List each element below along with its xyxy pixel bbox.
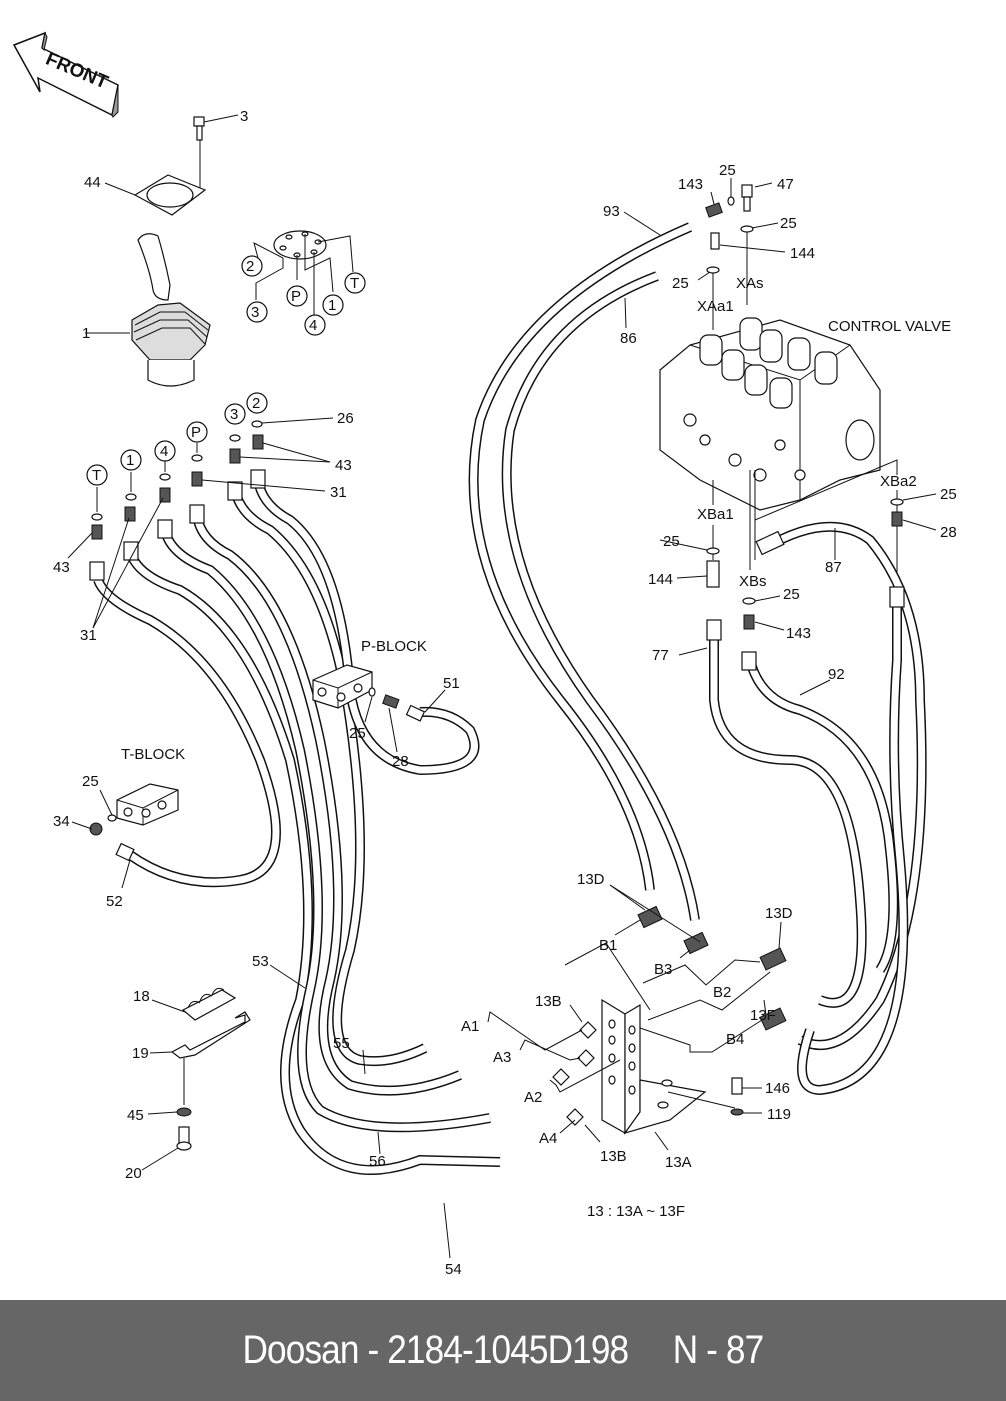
plate-part-44 (104, 174, 207, 216)
callout-28: 28 (940, 524, 957, 541)
callout-13F: 13F (750, 1007, 776, 1024)
callout-92: 92 (828, 666, 845, 683)
joystick-fittings (67, 417, 334, 629)
callout-119: 119 (767, 1106, 791, 1123)
callout-53: 53 (252, 953, 269, 970)
callout-45: 45 (127, 1107, 144, 1124)
callout-25: 25 (719, 162, 736, 179)
callout-13B: 13B (600, 1148, 627, 1165)
callout-143: 143 (678, 176, 703, 193)
port-label: 1 (328, 297, 336, 314)
callout-51: 51 (443, 675, 460, 692)
port-label: 4 (160, 443, 168, 460)
p-block-label: P-BLOCK (361, 638, 427, 655)
callout-28: 28 (392, 753, 409, 770)
footer-caption: Doosan - 2184-1045D198 N - 87 (242, 1328, 765, 1372)
callout-XBa2: XBa2 (880, 473, 917, 490)
port-label: P (191, 424, 201, 441)
callout-XBs: XBs (739, 573, 767, 590)
callout-25: 25 (780, 215, 797, 232)
clamp-parts (141, 964, 451, 1259)
parts-diagram: FRONT (12, 31, 957, 1278)
callout-34: 34 (53, 813, 70, 830)
p-block (312, 664, 446, 753)
callout-A1: A1 (461, 1018, 479, 1035)
control-valve-top-fittings (697, 178, 786, 330)
callout-26: 26 (337, 410, 354, 427)
callout-13D: 13D (577, 871, 605, 888)
callout-B4: B4 (726, 1031, 744, 1048)
port-circle-labels: 2 3 P 4 1 T T 1 4 P 3 2 (86, 255, 366, 486)
control-valve-lower (659, 493, 937, 1096)
kit-note: 13 : 13A ~ 13F (587, 1203, 685, 1220)
port-label: 4 (309, 317, 317, 334)
callout-25: 25 (663, 533, 680, 550)
port-label: P (291, 288, 301, 305)
callout-25: 25 (672, 275, 689, 292)
callout-143: 143 (786, 625, 811, 642)
callout-1: 1 (82, 325, 90, 342)
callout-43: 43 (335, 457, 352, 474)
callout-144: 144 (790, 245, 815, 262)
callout-A3: A3 (493, 1049, 511, 1066)
front-arrow: FRONT (12, 31, 119, 118)
port-label: 2 (246, 258, 254, 275)
callout-146: 146 (765, 1080, 790, 1097)
callout-13A: 13A (665, 1154, 692, 1171)
control-valve (659, 317, 898, 590)
callout-54: 54 (445, 1261, 462, 1278)
callout-44: 44 (84, 174, 101, 191)
callout-25: 25 (349, 725, 366, 742)
callout-25: 25 (783, 586, 800, 603)
callout-3: 3 (240, 108, 248, 125)
callout-19: 19 (132, 1045, 149, 1062)
bolt-part-3 (193, 114, 239, 190)
callout-87: 87 (825, 559, 842, 576)
callout-144: 144 (648, 571, 673, 588)
port-label: 2 (252, 395, 260, 412)
callout-18: 18 (133, 988, 150, 1005)
callout-B1: B1 (599, 937, 617, 954)
pilot-hoses-left (93, 478, 501, 1175)
callout-labels: 3 44 1 26 43 31 43 31 25 28 51 25 34 52 … (53, 108, 957, 1278)
callout-86: 86 (620, 330, 637, 347)
t-block-label: T-BLOCK (121, 746, 185, 763)
callout-20: 20 (125, 1165, 142, 1182)
callout-56: 56 (369, 1153, 386, 1170)
port-label: 3 (251, 304, 259, 321)
hose-93-86 (468, 211, 700, 921)
callout-13B: 13B (535, 993, 562, 1010)
t-block (71, 783, 179, 889)
callout-47: 47 (777, 176, 794, 193)
bracket-13 (487, 884, 787, 1151)
callout-93: 93 (603, 203, 620, 220)
footer-bar: Doosan - 2184-1045D198 N - 87 (0, 1300, 1006, 1401)
port-pattern (253, 230, 354, 315)
callout-B3: B3 (654, 961, 672, 978)
control-valve-label: CONTROL VALVE (828, 318, 951, 335)
port-label: 3 (230, 406, 238, 423)
port-label: T (350, 275, 359, 292)
callout-52: 52 (106, 893, 123, 910)
callout-B2: B2 (713, 984, 731, 1001)
callout-A4: A4 (539, 1130, 557, 1147)
callout-25: 25 (82, 773, 99, 790)
callout-25: 25 (940, 486, 957, 503)
callout-55: 55 (333, 1035, 350, 1052)
callout-43: 43 (53, 559, 70, 576)
callout-XBa1: XBa1 (697, 506, 734, 523)
callout-A2: A2 (524, 1089, 542, 1106)
callout-XAs: XAs (736, 275, 764, 292)
callout-13D: 13D (765, 905, 793, 922)
callout-77: 77 (652, 647, 669, 664)
port-label: T (92, 467, 101, 484)
callout-XAa1: XAa1 (697, 298, 734, 315)
port-label: 1 (126, 452, 134, 469)
callout-31: 31 (330, 484, 347, 501)
callout-31: 31 (80, 627, 97, 644)
joystick-lever-part-1 (85, 233, 211, 387)
